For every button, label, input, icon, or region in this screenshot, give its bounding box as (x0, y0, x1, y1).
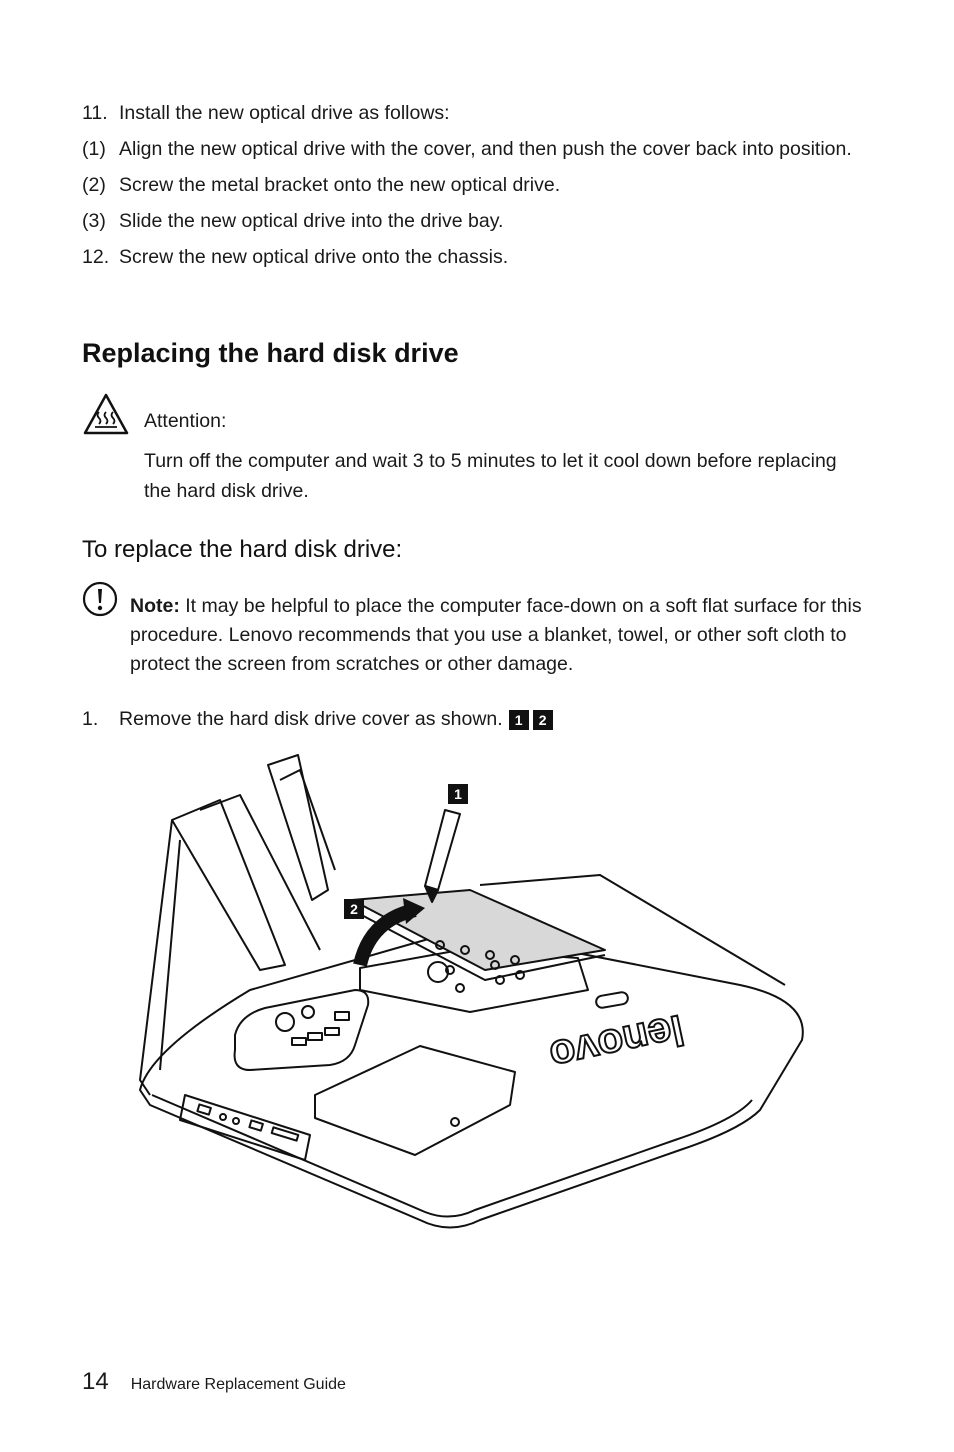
attention-title: Attention: (144, 410, 227, 432)
step-badge-1: 1 (508, 709, 529, 730)
substep-1: (1) Align the new optical drive with the… (82, 134, 872, 164)
step-text: Install the new optical drive as follows… (119, 102, 450, 124)
step-number: (2) (82, 174, 106, 196)
step-1: 1. Remove the hard disk drive cover as s… (82, 708, 553, 731)
callout-1: 1 (448, 784, 468, 804)
step-text: Remove the hard disk drive cover as show… (119, 708, 503, 730)
substep-3: (3) Slide the new optical drive into the… (82, 206, 872, 236)
note-text: Note: It may be helpful to place the com… (130, 592, 870, 679)
step-badge-2: 2 (532, 709, 553, 730)
page-number: 14 (82, 1368, 109, 1395)
step-number: 12. (82, 246, 110, 268)
page-footer: 14 Hardware Replacement Guide (82, 1368, 346, 1396)
lenovo-logo: lenovo (546, 1006, 688, 1080)
note-label: Note: (130, 595, 180, 617)
step-11: 11. Install the new optical drive as fol… (82, 98, 872, 128)
step-number: (3) (82, 210, 106, 232)
guide-title: Hardware Replacement Guide (130, 1376, 346, 1393)
optical-drive-steps: 11. Install the new optical drive as fol… (82, 98, 872, 278)
callout-2: 2 (344, 899, 364, 919)
attention-text: Turn off the computer and wait 3 to 5 mi… (144, 450, 837, 502)
step-number: 1. (82, 708, 99, 730)
step-number: 11. (82, 102, 108, 124)
subsection-title: To replace the hard disk drive: (82, 536, 403, 563)
section-title: Replacing the hard disk drive (82, 338, 459, 368)
step-text: Screw the new optical drive onto the cha… (119, 246, 509, 268)
step-number: (1) (82, 138, 106, 160)
step-text: Screw the metal bracket onto the new opt… (119, 174, 561, 196)
substep-2: (2) Screw the metal bracket onto the new… (82, 170, 872, 200)
step-text: Slide the new optical drive into the dri… (119, 210, 504, 232)
note-body: It may be helpful to place the computer … (130, 595, 862, 675)
note-exclamation-icon (82, 581, 118, 617)
hot-surface-warning-icon (83, 393, 129, 435)
step-text: Align the new optical drive with the cov… (119, 138, 852, 160)
step-12: 12. Screw the new optical drive onto the… (82, 242, 872, 272)
hard-disk-cover-illustration: lenovo (139, 754, 804, 1229)
